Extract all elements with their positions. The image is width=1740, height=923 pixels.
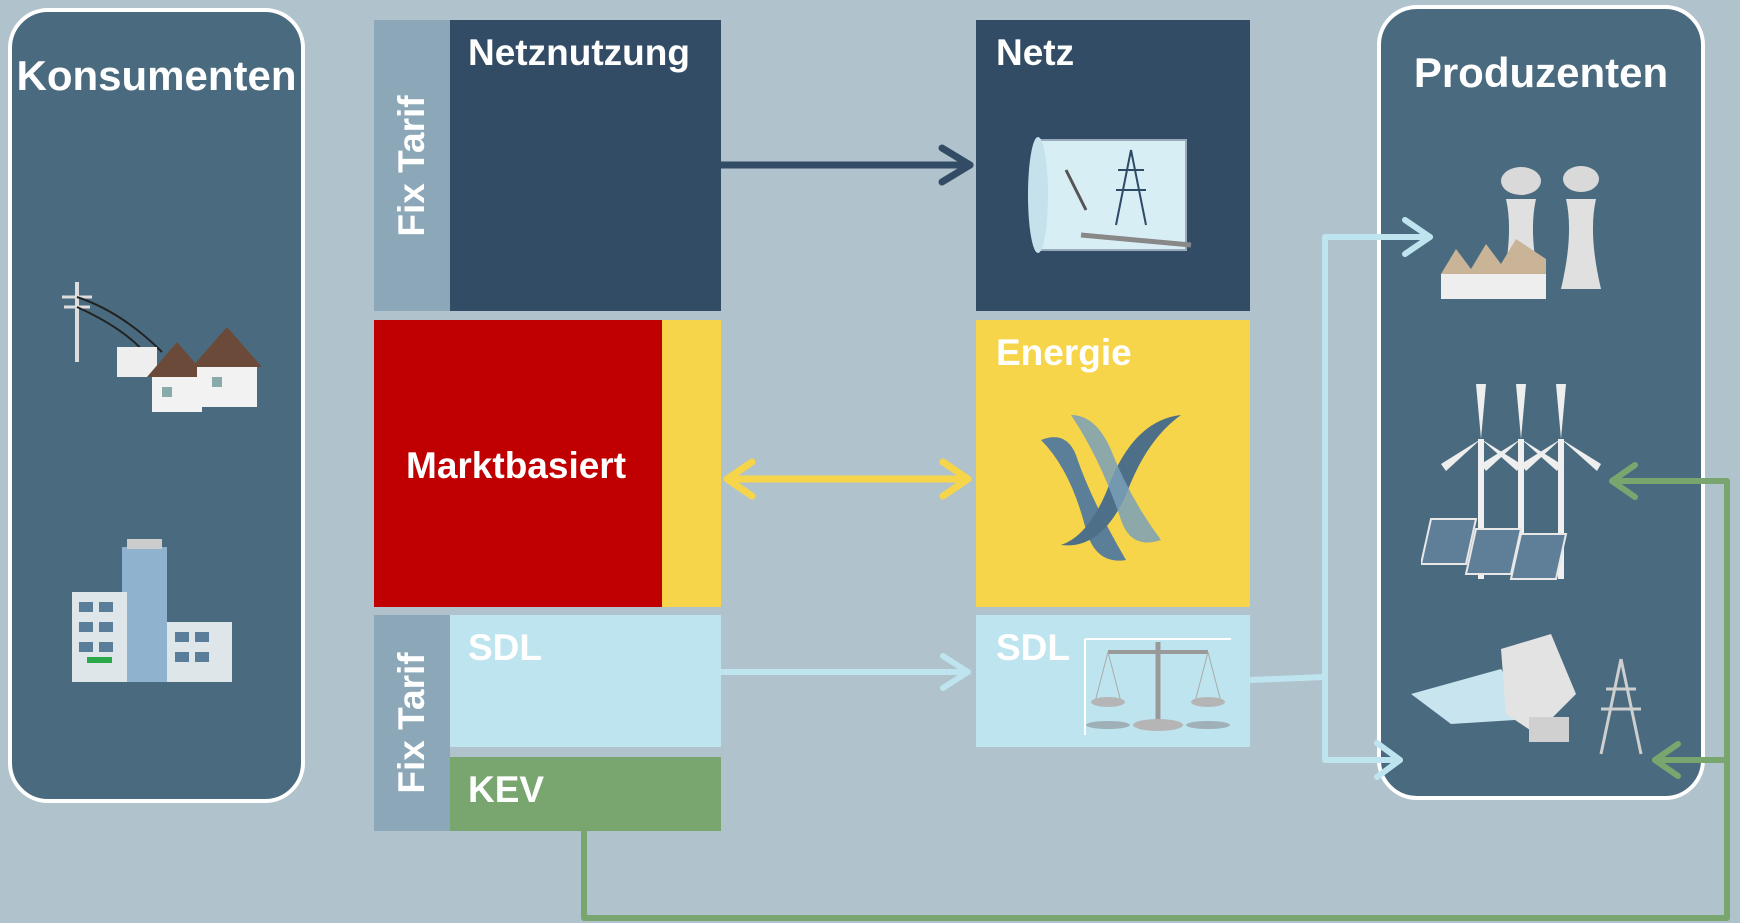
wind-solar-icon	[1421, 384, 1601, 580]
hydro-dam-icon	[1411, 634, 1643, 755]
kev-connector	[581, 462, 1730, 921]
netz-flow-arrow	[717, 144, 974, 186]
netz-label: Netz	[996, 32, 1075, 73]
nuclear-power-plant-icon	[1441, 166, 1601, 299]
producers-panel: Produzenten	[1377, 5, 1705, 800]
houses-with-power-line-icon	[62, 282, 262, 412]
balance-scale-icon	[1084, 638, 1231, 735]
marktbasiert-label: Marktbasiert	[406, 445, 627, 486]
consumers-title: Konsumenten	[16, 52, 297, 99]
sdl-right-box: SDL	[976, 615, 1250, 747]
energy-exchange-icon	[1041, 415, 1181, 561]
marktbasiert-box: Marktbasiert	[374, 320, 662, 607]
netznutzung-box: Netznutzung	[450, 20, 721, 311]
office-building-icon	[72, 539, 232, 682]
sdl-flow-arrow	[718, 653, 971, 691]
fix-tarif-strip-bottom	[374, 615, 450, 831]
sdl-left-box: SDL	[450, 615, 721, 747]
netznutzung-label: Netznutzung	[468, 32, 690, 73]
energy-exchange-arrow	[723, 458, 972, 500]
marktbasiert-yellow-strip	[662, 320, 721, 607]
netz-box: Netz	[976, 20, 1250, 311]
sdl-left-label: SDL	[468, 627, 542, 668]
energie-box: Energie	[976, 320, 1250, 607]
sdl-right-label: SDL	[996, 627, 1070, 668]
kev-box: KEV	[450, 757, 721, 831]
grid-blueprint-icon	[1028, 137, 1192, 253]
fix-tarif-strip-top	[374, 20, 450, 311]
producers-title: Produzenten	[1413, 49, 1669, 96]
sdl-to-producers-connector	[1247, 217, 1433, 780]
kev-label: KEV	[468, 769, 545, 810]
energie-label: Energie	[996, 332, 1132, 373]
consumers-panel: Konsumenten	[8, 8, 305, 803]
